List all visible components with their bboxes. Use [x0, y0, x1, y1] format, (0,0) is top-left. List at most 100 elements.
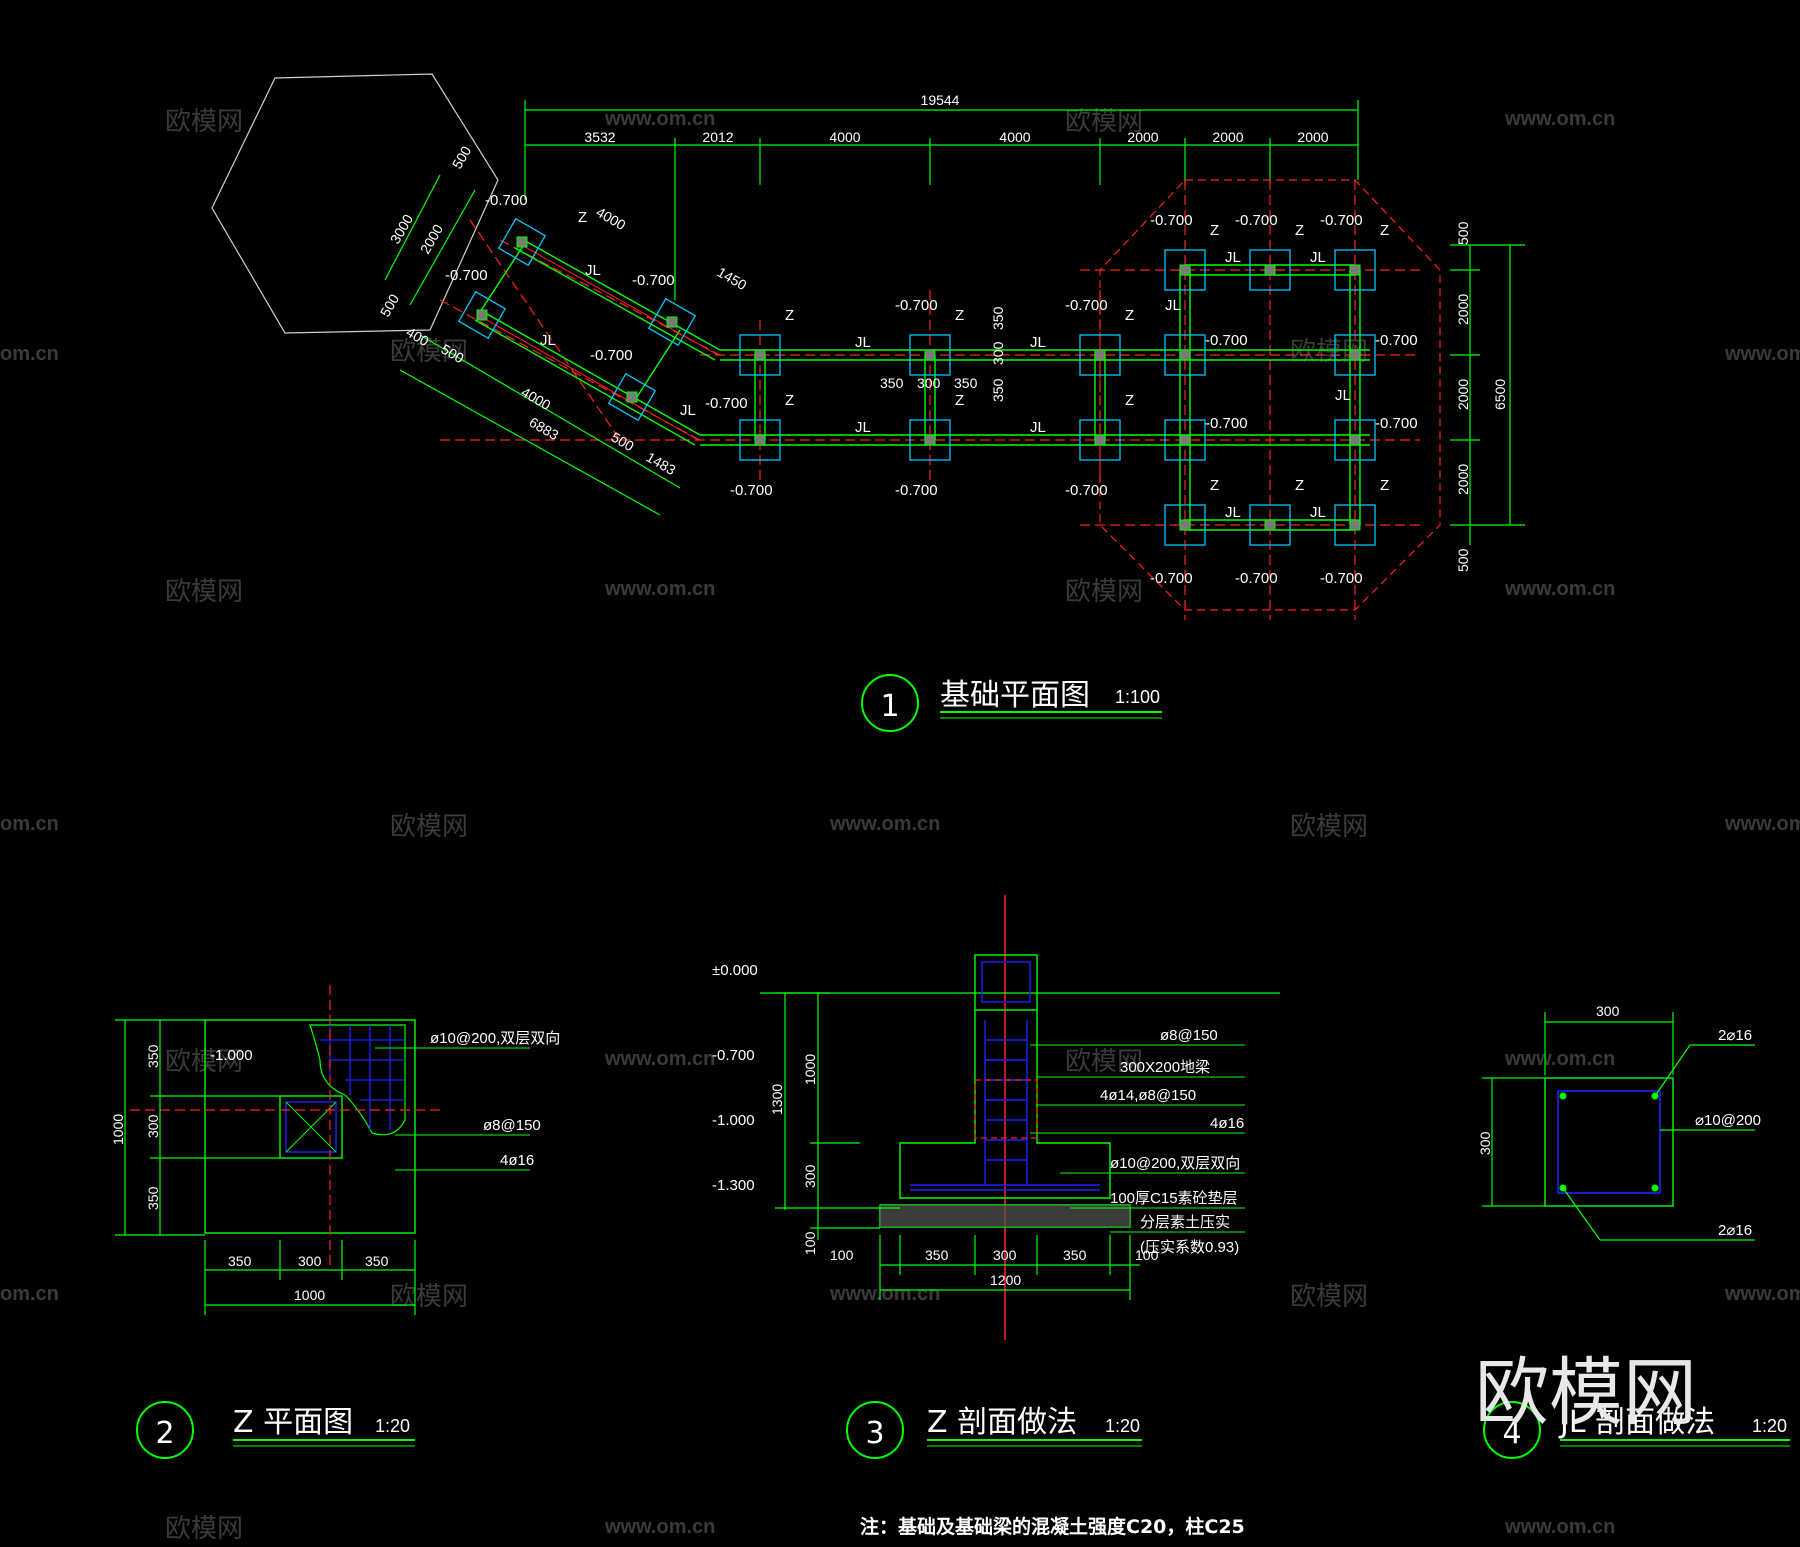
dim-mid: 300 — [917, 375, 941, 391]
dim-left: 2000 — [417, 221, 447, 256]
dim-segment: 2000 — [1127, 129, 1158, 145]
watermark-brand: 欧模网 — [1065, 577, 1143, 607]
section-label: (压实系数0.93) — [1140, 1239, 1239, 1256]
rebar-label: ⌀10@200 — [1695, 1112, 1761, 1129]
drawing-title: Z 平面图 — [233, 1405, 353, 1440]
elevation-label: -0.700 — [1205, 332, 1248, 349]
elevation-label: -1.000 — [210, 1047, 253, 1064]
beam-tag: JL — [1165, 297, 1181, 314]
drawing-number: 1 — [880, 689, 899, 724]
watermark-url: www.om.cn — [1504, 1048, 1615, 1070]
drawing-title: Z 剖面做法 — [927, 1405, 1077, 1440]
dim-bottom: 300 — [298, 1253, 322, 1269]
dim-bottom-total: 1000 — [294, 1287, 325, 1303]
drawing-number: 4 — [1502, 1416, 1521, 1451]
dim-left: 4000 — [594, 204, 629, 234]
elevation-label: -0.700 — [730, 482, 773, 499]
watermark-brand: 欧模网 — [390, 812, 468, 842]
dim-right: 500 — [1455, 548, 1471, 572]
rebar-dots — [1559, 1092, 1659, 1192]
z-section-detail: 1000 1300 300 100 ±0.000 -0.700 -1.000 -… — [712, 895, 1280, 1459]
elevation-label: -0.700 — [590, 347, 633, 364]
column-tag: Z — [1380, 477, 1389, 494]
z-plan-detail: 350 300 350 1000 350 300 350 1000 -1.000… — [110, 985, 560, 1459]
octagon-outline — [1099, 179, 1441, 611]
beam-axes — [477, 242, 719, 441]
dim-left: 1450 — [715, 264, 750, 294]
elevation-label: -0.700 — [1205, 415, 1248, 432]
drawing-number-circle — [846, 1401, 904, 1459]
drawing-scale: 1:20 — [1105, 1416, 1140, 1436]
column-tag: Z — [955, 307, 964, 324]
beam-outline — [1544, 1077, 1674, 1207]
dimension-lines — [1482, 1012, 1755, 1241]
beam-tag: JL — [855, 334, 871, 351]
elevation-label: -1.300 — [712, 1177, 755, 1194]
section-label: 4ø14,ø8@150 — [1100, 1087, 1196, 1104]
watermark-url: www.om.cn — [604, 1048, 715, 1070]
column-tag: Z — [785, 392, 794, 409]
dim-right-total: 6500 — [1492, 379, 1508, 410]
column-outline — [279, 1095, 343, 1159]
rebar-label: 4ø16 — [500, 1152, 534, 1169]
elevation-label: -0.700 — [445, 267, 488, 284]
drawing-scale: 1:20 — [375, 1416, 410, 1436]
dim-segment: 2000 — [1212, 129, 1243, 145]
watermark-url: www.om.cn — [1724, 1283, 1800, 1305]
beam-tag: JL — [585, 262, 601, 279]
drawing-scale: 1:100 — [1115, 687, 1160, 707]
watermarks: 欧模网 www.om.cn 欧模网 www.om.cn om.cn 欧模网 欧模… — [0, 107, 1800, 1544]
watermark-url: www.om.cn — [829, 813, 940, 835]
dim-bottom: 300 — [993, 1247, 1017, 1263]
elevation-label: -0.700 — [895, 297, 938, 314]
elevation-label: -0.700 — [1235, 570, 1278, 587]
watermark-brand: 欧模网 — [390, 1282, 468, 1312]
dim-bottom: 100 — [830, 1247, 854, 1263]
watermark-url: om.cn — [0, 813, 59, 835]
watermark-brand: 欧模网 — [165, 107, 243, 137]
axis-lines — [439, 180, 1420, 620]
beam-tag: JL — [1225, 249, 1241, 266]
column-tag: Z — [785, 307, 794, 324]
column-tag: Z — [955, 392, 964, 409]
dim-segment: 4000 — [829, 129, 860, 145]
dim-right: 2000 — [1455, 294, 1471, 325]
dim-mid: 300 — [990, 341, 1006, 365]
watermark-url: www.om.cn — [1504, 108, 1615, 130]
rebar-label: 2⌀16 — [1718, 1222, 1752, 1239]
bottom-dimension-chain — [879, 1235, 1140, 1300]
rebar-label: ø8@150 — [483, 1117, 541, 1134]
dim-mid: 350 — [954, 375, 978, 391]
dim-left: 1483 — [644, 449, 679, 479]
lean-concrete-bed — [880, 1205, 1130, 1227]
watermark-brand: 欧模网 — [1065, 107, 1143, 137]
beam-tag: JL — [1030, 419, 1046, 436]
dim-bottom: 100 — [1135, 1247, 1159, 1263]
watermark-url: www.om.cn — [1504, 578, 1615, 600]
dim-left: 4000 — [519, 384, 554, 414]
dim-segment: 2000 — [1297, 129, 1328, 145]
beam-tag: JL — [855, 419, 871, 436]
dim-right: 2000 — [1455, 464, 1471, 495]
leaders — [1030, 1044, 1245, 1233]
dim-mid: 350 — [880, 375, 904, 391]
foundation-plan: 19544 3532 2012 4000 4000 2000 2000 2000 — [211, 73, 1525, 732]
jl-section-detail: 300 300 2⌀16 ⌀10@200 2⌀16 4 JL 剖面做法 1:20 — [1477, 1003, 1790, 1459]
elevation-label: -0.700 — [1375, 415, 1418, 432]
section-label: 300X200地梁 — [1120, 1059, 1210, 1076]
beam-tag: JL — [1030, 334, 1046, 351]
dim-left: 500 — [449, 143, 475, 171]
dim-bottom-total: 1200 — [990, 1272, 1021, 1288]
elevation-label: -0.700 — [632, 272, 675, 289]
dim-mid: 350 — [990, 306, 1006, 330]
watermark-brand: 欧模网 — [165, 577, 243, 607]
watermark-url: www.om.cn — [1724, 343, 1800, 365]
dim-left: 350 — [145, 1186, 161, 1210]
dim-mid: 350 — [990, 378, 1006, 402]
dim-left: 300 — [802, 1164, 818, 1188]
dim-segment: 2012 — [702, 129, 733, 145]
watermark-url: www.om.cn — [829, 1283, 940, 1305]
watermark-brand: 欧模网 — [1065, 1047, 1143, 1077]
watermark-brand: 欧模网 — [390, 337, 468, 367]
